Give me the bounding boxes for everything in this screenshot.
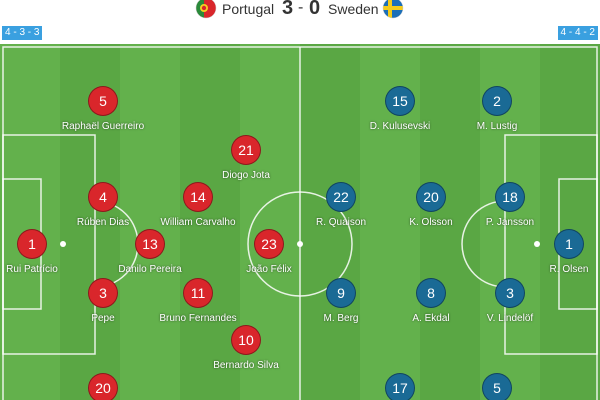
player-number: 14 — [183, 182, 213, 212]
player-raphael-guerreiro[interactable]: 5 Raphaël Guerreiro — [62, 86, 144, 132]
player-name: M. Berg — [323, 313, 359, 324]
player-number: 15 — [385, 86, 415, 116]
player-number: 3 — [495, 278, 525, 308]
player-name: William Carvalho — [160, 217, 236, 228]
player-name: Diogo Jota — [222, 170, 270, 181]
player-bernardo-silva[interactable]: 10 Bernardo Silva — [213, 325, 279, 371]
player-a-ekdal[interactable]: 8 A. Ekdal — [412, 278, 450, 324]
player-number: 18 — [495, 182, 525, 212]
away-formation: 4 - 4 - 2 — [557, 26, 598, 40]
player-number: 5 — [482, 373, 512, 400]
player-name: Raphaël Guerreiro — [61, 121, 145, 132]
player-name: P. Jansson — [485, 217, 535, 228]
player-number: 23 — [254, 229, 284, 259]
player-name: Danilo Pereira — [118, 264, 182, 275]
player-name: João Félix — [246, 264, 292, 275]
player-number: 21 — [231, 135, 261, 165]
player-m-berg[interactable]: 9 M. Berg — [323, 278, 359, 324]
player-number: 3 — [88, 278, 118, 308]
player-number: 13 — [135, 229, 165, 259]
player-p-jansson[interactable]: 18 P. Jansson — [486, 182, 534, 228]
player-name: Pepe — [91, 313, 115, 324]
player-k-olsson[interactable]: 20 K. Olsson — [409, 182, 453, 228]
player-name: Rui Patrício — [6, 264, 58, 275]
player-name: M. Lustig — [476, 121, 518, 132]
player-name: Bruno Fernandes — [159, 313, 237, 324]
match-header: Portugal 3 - 0 Sweden — [0, 0, 600, 20]
player-name: R. Quaison — [315, 217, 367, 228]
player-number: 9 — [326, 278, 356, 308]
player-number: 5 — [88, 86, 118, 116]
away-score: 0 — [309, 0, 321, 19]
player-name: A. Ekdal — [412, 313, 450, 324]
player-d-kulusevski[interactable]: 15 D. Kulusevski — [370, 86, 430, 132]
player-name: Rúben Dias — [76, 217, 130, 228]
player-number: 10 — [231, 325, 261, 355]
player-r-quaison[interactable]: 22 R. Quaison — [316, 182, 366, 228]
away-team-name: Sweden — [328, 1, 379, 17]
player-number: 20 — [416, 182, 446, 212]
player-name: V. Lindelöf — [486, 313, 534, 324]
player-ruben-dias[interactable]: 4 Rúben Dias — [77, 182, 129, 228]
player-william-carvalho[interactable]: 14 William Carvalho — [160, 182, 236, 228]
player-number: 4 — [88, 182, 118, 212]
player-number: 11 — [183, 278, 213, 308]
player-pepe[interactable]: 3 Pepe — [88, 278, 118, 324]
home-formation: 4 - 3 - 3 — [2, 26, 43, 40]
home-score: 3 — [282, 0, 294, 19]
player-number: 2 — [482, 86, 512, 116]
player-number: 8 — [416, 278, 446, 308]
home-team-name: Portugal — [222, 1, 275, 17]
player-name: D. Kulusevski — [369, 121, 431, 132]
player-danilo-pereira[interactable]: 13 Danilo Pereira — [118, 229, 182, 275]
player-name: K. Olsson — [409, 217, 453, 228]
player-number: 1 — [17, 229, 47, 259]
player-number: 17 — [385, 373, 415, 400]
player-number: 1 — [554, 229, 584, 259]
player-name: Bernardo Silva — [213, 360, 279, 371]
player-joao-felix[interactable]: 23 João Félix — [246, 229, 292, 275]
player-rui-patricio[interactable]: 1 Rui Patrício — [6, 229, 58, 275]
pitch: 1 Rui Patrício 3 Pepe 4 Rúben Dias 5 Rap… — [0, 44, 600, 400]
player-number: 22 — [326, 182, 356, 212]
player-away-17[interactable]: 17 — [385, 373, 415, 400]
sweden-flag-icon — [382, 0, 404, 19]
player-bruno-fernandes[interactable]: 11 Bruno Fernandes — [159, 278, 237, 324]
player-r-olsen[interactable]: 1 R. Olsen — [550, 229, 588, 275]
player-diogo-jota[interactable]: 21 Diogo Jota — [222, 135, 270, 181]
player-v-lindelof[interactable]: 3 V. Lindelöf — [487, 278, 533, 324]
player-number: 20 — [88, 373, 118, 400]
player-m-lustig[interactable]: 2 M. Lustig — [477, 86, 517, 132]
player-home-20[interactable]: 20 — [88, 373, 118, 400]
player-away-5[interactable]: 5 — [482, 373, 512, 400]
score-separator: - — [298, 0, 304, 16]
player-name: R. Olsen — [549, 264, 589, 275]
portugal-flag-icon — [195, 0, 217, 19]
